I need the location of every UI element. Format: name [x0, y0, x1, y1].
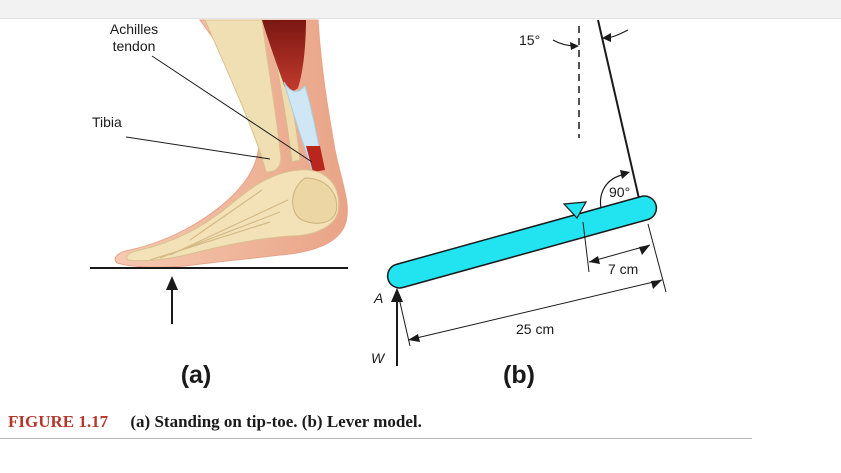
dim-25cm-line — [407, 279, 663, 341]
calf-muscle — [262, 20, 306, 92]
panel-a-letter: (a) — [181, 361, 212, 389]
achilles-label-line1: Achilles — [110, 21, 158, 37]
force-w-label: W — [371, 350, 386, 366]
angle-15-arrowhead-right — [602, 33, 611, 42]
metatarsal-lines — [149, 189, 289, 261]
foot-illustration: Achilles tendon Tibia (a) — [90, 19, 348, 389]
top-strip — [0, 0, 841, 19]
achilles-label-line2: tendon — [113, 38, 156, 54]
dim-25cm-extension-left — [398, 297, 411, 347]
tibia-leader-line — [125, 136, 271, 160]
lever-model: 15° 90° 7 cm 25 cm A W (b) — [371, 19, 667, 389]
angle-90-label: 90° — [609, 184, 630, 200]
dim-7cm-arrow-right — [639, 245, 650, 255]
dim-25cm-arrow-left — [408, 334, 420, 342]
dim-7cm-arrow-left — [589, 256, 600, 264]
heel-bone — [292, 177, 338, 224]
tibia-label: Tibia — [92, 114, 122, 130]
figure-caption: FIGURE 1.17 (a) Standing on tip-toe. (b)… — [8, 412, 422, 432]
angle-90-arrowhead-top — [620, 170, 630, 179]
tendon-insertion — [306, 146, 325, 172]
dim-25cm-arrow-right — [651, 280, 662, 289]
caption-figure-label: FIGURE 1.17 — [8, 412, 109, 431]
caption-divider — [0, 438, 752, 439]
angle-15-arrowhead-left — [570, 42, 579, 50]
force-arrow-head — [391, 288, 403, 302]
point-a-label: A — [373, 290, 383, 306]
dim-7cm-label: 7 cm — [608, 261, 638, 277]
dim-25cm-extension-right — [647, 223, 667, 293]
fulcrum-triangle — [562, 201, 588, 220]
dim-7cm-extension-left — [582, 221, 590, 273]
caption-text: (a) Standing on tip-toe. (b) Lever model… — [130, 412, 422, 431]
tendon-force-line — [597, 19, 641, 204]
dim-25cm-label: 25 cm — [516, 321, 554, 337]
tibia-bone — [204, 19, 282, 173]
reaction-arrow-head — [166, 276, 178, 290]
angle-15-label: 15° — [519, 32, 540, 48]
figure-canvas: Achilles tendon Tibia (a) 15° 90° 7 cm — [90, 19, 667, 389]
lever-bar — [386, 195, 658, 289]
panel-b-letter: (b) — [503, 361, 535, 389]
achilles-leader-line — [151, 55, 313, 163]
